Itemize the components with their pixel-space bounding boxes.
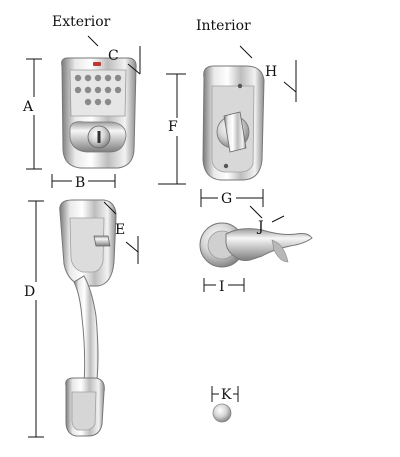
strike-cap [212,403,232,423]
keypad-buttons [74,74,122,106]
label-c: C [108,48,119,64]
dimension-letters: A B C D E F G H I J K [20,48,277,403]
lever-arm [225,228,313,261]
thumbturn [223,111,247,153]
label-j: J [256,219,264,235]
label-k: K [221,387,232,403]
interior-heading: Interior [196,18,251,34]
interior-thumbturn-plate [202,65,265,181]
label-e: E [115,222,125,238]
label-b: B [75,175,85,191]
exterior-handleset [59,199,117,437]
label-d: D [24,284,35,300]
exterior-keypad-deadbolt [61,57,137,169]
interior-lever [199,222,313,268]
status-led [93,62,101,66]
label-a: A [22,99,34,115]
label-i: I [219,279,225,295]
label-f: F [168,119,178,135]
label-h: H [265,64,277,80]
thumb-piece [93,235,111,247]
exterior-heading: Exterior [52,14,111,30]
label-g: G [221,191,232,207]
